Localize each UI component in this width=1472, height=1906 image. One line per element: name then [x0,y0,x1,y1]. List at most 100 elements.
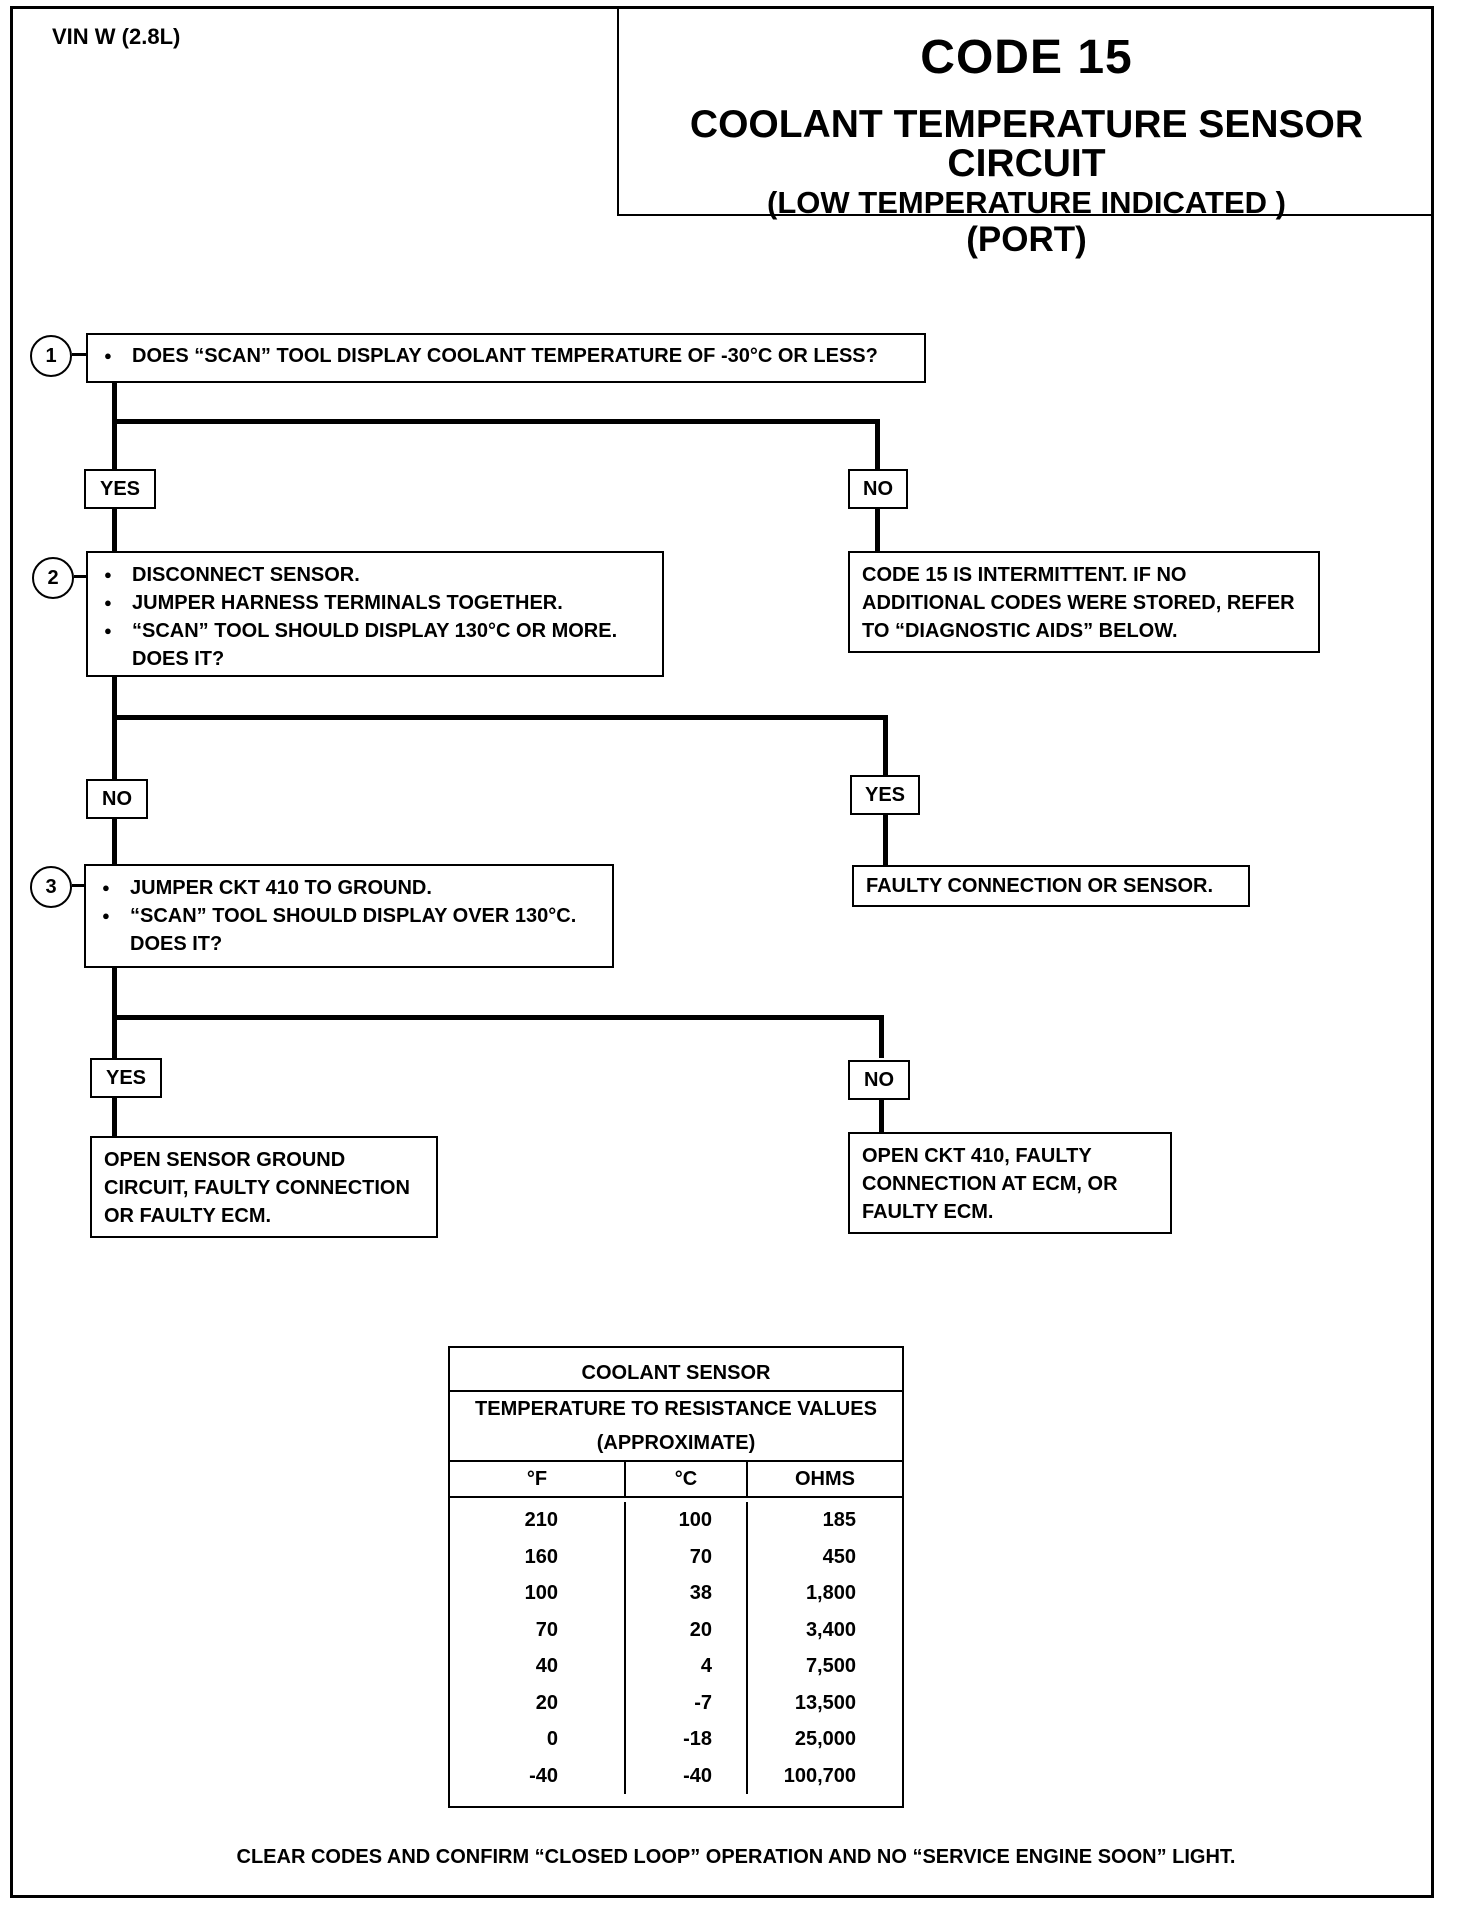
cell-celsius: -40 [626,1757,748,1794]
cell-celsius: 100 [626,1502,748,1539]
coolant-sensor-table: COOLANT SENSOR TEMPERATURE TO RESISTANCE… [448,1346,904,1808]
table-row: 210 100 185 [450,1502,902,1539]
cell-fahrenheit: 0 [450,1721,626,1758]
cell-celsius: 20 [626,1611,748,1648]
cell-celsius: -7 [626,1684,748,1721]
outcome-line: CONNECTION AT ECM, OR [862,1173,1118,1195]
outcome-line: OPEN SENSOR GROUND [104,1149,346,1171]
connector-line [883,715,888,775]
table-row: 20 -7 13,500 [450,1684,902,1721]
step-2-line: DOES IT? [132,648,225,670]
cell-ohms: 13,500 [794,1691,856,1714]
step-2-line: DISCONNECT SENSOR. [100,561,650,589]
step-2-question-box: DISCONNECT SENSOR. JUMPER HARNESS TERMIN… [86,551,664,677]
step-3-line: JUMPER CKT 410 TO GROUND. [98,874,600,902]
step-connector [72,353,88,356]
header-celsius: °C [626,1462,748,1496]
outcome-line: OPEN CKT 410, FAULTY [862,1145,1092,1167]
cell-ohms: 450 [822,1545,856,1568]
step-connector [74,575,88,578]
table-body: 210 100 185 160 70 450 100 38 1,800 70 2… [450,1498,902,1794]
branch-2-no-label: NO [86,779,148,819]
outcome-line: CODE 15 IS INTERMITTENT. IF NO [862,564,1187,586]
connector-line [875,419,880,469]
connector-line [112,677,117,781]
vin-label: VIN W (2.8L) [52,24,181,49]
cell-ohms: 100,700 [783,1764,856,1787]
cell-fahrenheit: 70 [450,1611,626,1648]
table-row: 160 70 450 [450,1538,902,1575]
table-note: (APPROXIMATE) [596,1432,756,1454]
cell-ohms: 7,500 [805,1655,856,1677]
faulty-connection-outcome-box: FAULTY CONNECTION OR SENSOR. [852,865,1250,907]
cell-celsius: 38 [626,1575,748,1612]
table-row: 40 4 7,500 [450,1648,902,1685]
outcome-line: FAULTY ECM. [862,1201,994,1223]
page-border [10,6,1434,1898]
branch-1-no-label: NO [848,469,908,509]
open-ckt-outcome-box: OPEN CKT 410, FAULTY CONNECTION AT ECM, … [848,1132,1172,1234]
table-divider [450,1390,902,1392]
outcome-line: FAULTY CONNECTION OR SENSOR. [866,875,1214,897]
table-row: 70 20 3,400 [450,1611,902,1648]
connector-line [112,383,117,469]
table-header-row: °F °C OHMS [450,1462,902,1498]
step-2-line: JUMPER HARNESS TERMINALS TOGETHER. [100,589,650,617]
outcome-line: OR FAULTY ECM. [104,1205,272,1227]
header-ohms: OHMS [795,1468,855,1490]
header-fahrenheit: °F [450,1462,626,1496]
table-subtitle: TEMPERATURE TO RESISTANCE VALUES [475,1398,877,1420]
branch-3-yes-label: YES [90,1058,162,1098]
connector-line [112,509,117,551]
step-3-line: DOES IT? [130,933,223,955]
table-row: 100 38 1,800 [450,1575,902,1612]
table-divider [450,1460,902,1462]
cell-ohms: 3,400 [805,1618,856,1641]
cell-celsius: -18 [626,1721,748,1758]
connector-line [112,419,880,424]
code-title: CODE 15 [920,31,1133,84]
cell-fahrenheit: 100 [450,1575,626,1612]
outcome-line: ADDITIONAL CODES WERE STORED, REFER [862,592,1295,614]
table-title: COOLANT SENSOR [581,1362,771,1384]
step-2-line: “SCAN” TOOL SHOULD DISPLAY 130°C OR MORE… [100,617,650,645]
circuit-variant: (PORT) [966,220,1087,259]
cell-fahrenheit: -40 [450,1757,626,1794]
connector-line [112,1015,884,1020]
step-connector [72,884,86,887]
connector-line [112,819,117,865]
connector-line [875,509,880,551]
footer-instruction: CLEAR CODES AND CONFIRM “CLOSED LOOP” OP… [236,1846,1236,1868]
circuit-subtitle: (LOW TEMPERATURE INDICATED ) [767,185,1286,220]
cell-ohms: 25,000 [794,1728,856,1750]
cell-celsius: 70 [626,1538,748,1575]
branch-2-yes-label: YES [850,775,920,815]
step-3-line: “SCAN” TOOL SHOULD DISPLAY OVER 130°C. [98,902,600,930]
cell-celsius: 4 [626,1648,748,1685]
connector-line [883,815,888,867]
step-number-2: 2 [32,557,74,599]
circuit-title: COOLANT TEMPERATURE SENSOR CIRCUIT [689,103,1364,185]
cell-fahrenheit: 160 [450,1538,626,1575]
outcome-line: TO “DIAGNOSTIC AIDS” BELOW. [862,620,1178,642]
branch-3-no-label: NO [848,1060,910,1100]
connector-line [879,1100,884,1132]
table-row: 0 -18 25,000 [450,1721,902,1758]
connector-line [112,1098,117,1136]
cell-fahrenheit: 210 [450,1502,626,1539]
outcome-line: CIRCUIT, FAULTY CONNECTION [104,1177,410,1199]
intermittent-outcome-box: CODE 15 IS INTERMITTENT. IF NO ADDITIONA… [848,551,1320,653]
connector-line [112,715,888,720]
connector-line [879,1015,884,1058]
branch-1-yes-label: YES [84,469,156,509]
cell-ohms: 185 [822,1509,856,1531]
connector-line [112,968,117,1058]
step-3-question-box: JUMPER CKT 410 TO GROUND. “SCAN” TOOL SH… [84,864,614,968]
step-number-3: 3 [30,866,72,908]
cell-ohms: 1,800 [805,1582,856,1604]
step-1-line: DOES “SCAN” TOOL DISPLAY COOLANT TEMPERA… [100,342,912,370]
cell-fahrenheit: 20 [450,1684,626,1721]
step-1-question-box: DOES “SCAN” TOOL DISPLAY COOLANT TEMPERA… [86,333,926,383]
step-number-1: 1 [30,335,72,377]
open-ground-outcome-box: OPEN SENSOR GROUND CIRCUIT, FAULTY CONNE… [90,1136,438,1238]
